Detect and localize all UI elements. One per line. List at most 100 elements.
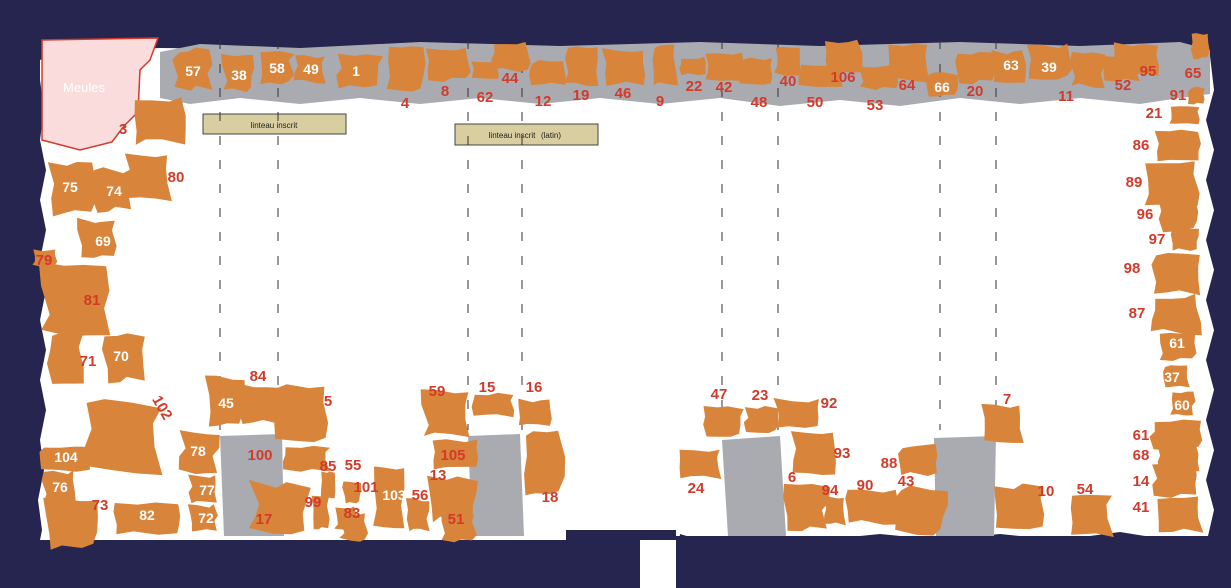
fragment-label-66: 66 <box>934 79 950 95</box>
fragment-label-1: 1 <box>352 63 360 79</box>
entrance-passage <box>640 540 676 588</box>
fragment-label-48: 48 <box>751 94 768 111</box>
fragment-label-40: 40 <box>780 73 797 90</box>
fragment-label-5: 5 <box>324 393 332 410</box>
fragment-93 <box>791 431 836 475</box>
fragment-89 <box>1145 161 1200 205</box>
fragment-label-69: 69 <box>95 233 111 249</box>
fragment-22 <box>679 57 706 76</box>
fragment-label-13: 13 <box>430 467 447 484</box>
fragment-label-86: 86 <box>1133 137 1150 154</box>
left-base <box>30 540 566 584</box>
fragment-label-101: 101 <box>353 479 378 496</box>
fragment-label-65: 65 <box>1185 65 1202 82</box>
lintel-1-label: linteau inscrit <box>251 121 298 130</box>
fragment-label-82: 82 <box>139 507 155 523</box>
fragment-label-16: 16 <box>526 379 543 396</box>
fragment-label-68: 68 <box>1133 447 1150 464</box>
fragment-47 <box>703 406 744 437</box>
fragment-label-60: 60 <box>1174 397 1190 413</box>
fragment-label-63: 63 <box>1003 57 1019 73</box>
fragment-14 <box>1152 464 1197 498</box>
fragment-label-58: 58 <box>269 60 285 76</box>
fragment-label-78: 78 <box>190 443 206 459</box>
fragment-label-51: 51 <box>448 511 465 528</box>
fragment-label-39: 39 <box>1041 59 1057 75</box>
fragment-label-105: 105 <box>440 447 465 464</box>
fragment-label-61: 61 <box>1169 335 1185 351</box>
fragment-label-76: 76 <box>52 479 68 495</box>
fragment-label-75: 75 <box>62 179 78 195</box>
fragment-label-49: 49 <box>303 61 319 77</box>
fragment-label-88: 88 <box>881 455 898 472</box>
fragment-label-61: 61 <box>1133 427 1150 444</box>
fragment-label-46: 46 <box>615 85 632 102</box>
fragment-label-73: 73 <box>92 497 109 514</box>
fragment-label-97: 97 <box>1149 231 1166 248</box>
fragment-label-91: 91 <box>1170 87 1187 104</box>
fragment-3 <box>135 97 186 145</box>
fragment-label-53: 53 <box>867 97 884 114</box>
fragment-label-21: 21 <box>1146 105 1163 122</box>
fragment-label-95: 95 <box>1140 63 1157 80</box>
fragment-71 <box>47 333 84 384</box>
fragment-label-100: 100 <box>247 447 272 464</box>
fragment-label-7: 7 <box>1003 391 1011 408</box>
fragment-8 <box>426 48 471 82</box>
fragment-label-93: 93 <box>834 445 851 462</box>
fragment-label-103: 103 <box>382 487 406 503</box>
fragment-label-23: 23 <box>752 387 769 404</box>
fragment-102 <box>82 399 162 475</box>
fragment-7 <box>981 404 1023 443</box>
fragment-106 <box>825 40 863 73</box>
fragment-label-104: 104 <box>54 449 78 465</box>
fragment-15 <box>472 393 514 417</box>
fragment-88 <box>898 444 937 476</box>
fragment-label-14: 14 <box>1133 473 1150 490</box>
fragment-label-4: 4 <box>401 95 410 112</box>
fragment-98 <box>1151 253 1200 295</box>
fragment-46 <box>602 48 646 86</box>
fragment-label-74: 74 <box>106 183 122 199</box>
fragment-21 <box>1170 106 1200 124</box>
fragment-12 <box>529 60 566 85</box>
fragment-label-24: 24 <box>688 480 705 497</box>
fragment-label-22: 22 <box>686 78 703 95</box>
fragment-20 <box>955 52 995 84</box>
fragment-label-94: 94 <box>822 482 839 499</box>
fragment-label-3: 3 <box>119 121 127 138</box>
fragment-85 <box>321 472 336 499</box>
fragment-18 <box>524 431 565 495</box>
fragment-91 <box>1188 87 1205 105</box>
fragment-42 <box>705 53 746 82</box>
fragment-87 <box>1151 294 1202 335</box>
fragment-label-52: 52 <box>1115 77 1132 94</box>
right-base <box>676 536 1210 584</box>
fragment-label-80: 80 <box>168 169 185 186</box>
fragment-label-50: 50 <box>807 94 824 111</box>
fragment-44 <box>491 42 530 72</box>
fragment-94 <box>823 497 845 526</box>
fragment-4 <box>387 46 426 91</box>
fragment-label-92: 92 <box>821 395 838 412</box>
lintel-2-label: linteau inscrit <box>489 131 536 140</box>
fragment-label-83: 83 <box>344 505 361 522</box>
fragment-label-77: 77 <box>199 482 215 498</box>
fragment-19 <box>565 47 599 87</box>
fragment-43 <box>894 486 948 536</box>
fragment-48 <box>739 58 772 85</box>
fragment-86 <box>1155 130 1201 162</box>
fragment-65 <box>1191 33 1210 59</box>
fragment-11 <box>1070 52 1105 88</box>
fragment-label-70: 70 <box>113 348 129 364</box>
fragment-16 <box>518 399 552 426</box>
fragment-label-45: 45 <box>218 395 234 411</box>
fragment-label-62: 62 <box>477 89 494 106</box>
fragment-label-90: 90 <box>857 477 874 494</box>
fragment-label-11: 11 <box>1058 88 1074 105</box>
fragment-label-18: 18 <box>542 489 559 506</box>
fragment-label-71: 71 <box>80 353 97 370</box>
fragment-label-37: 37 <box>1164 369 1180 385</box>
